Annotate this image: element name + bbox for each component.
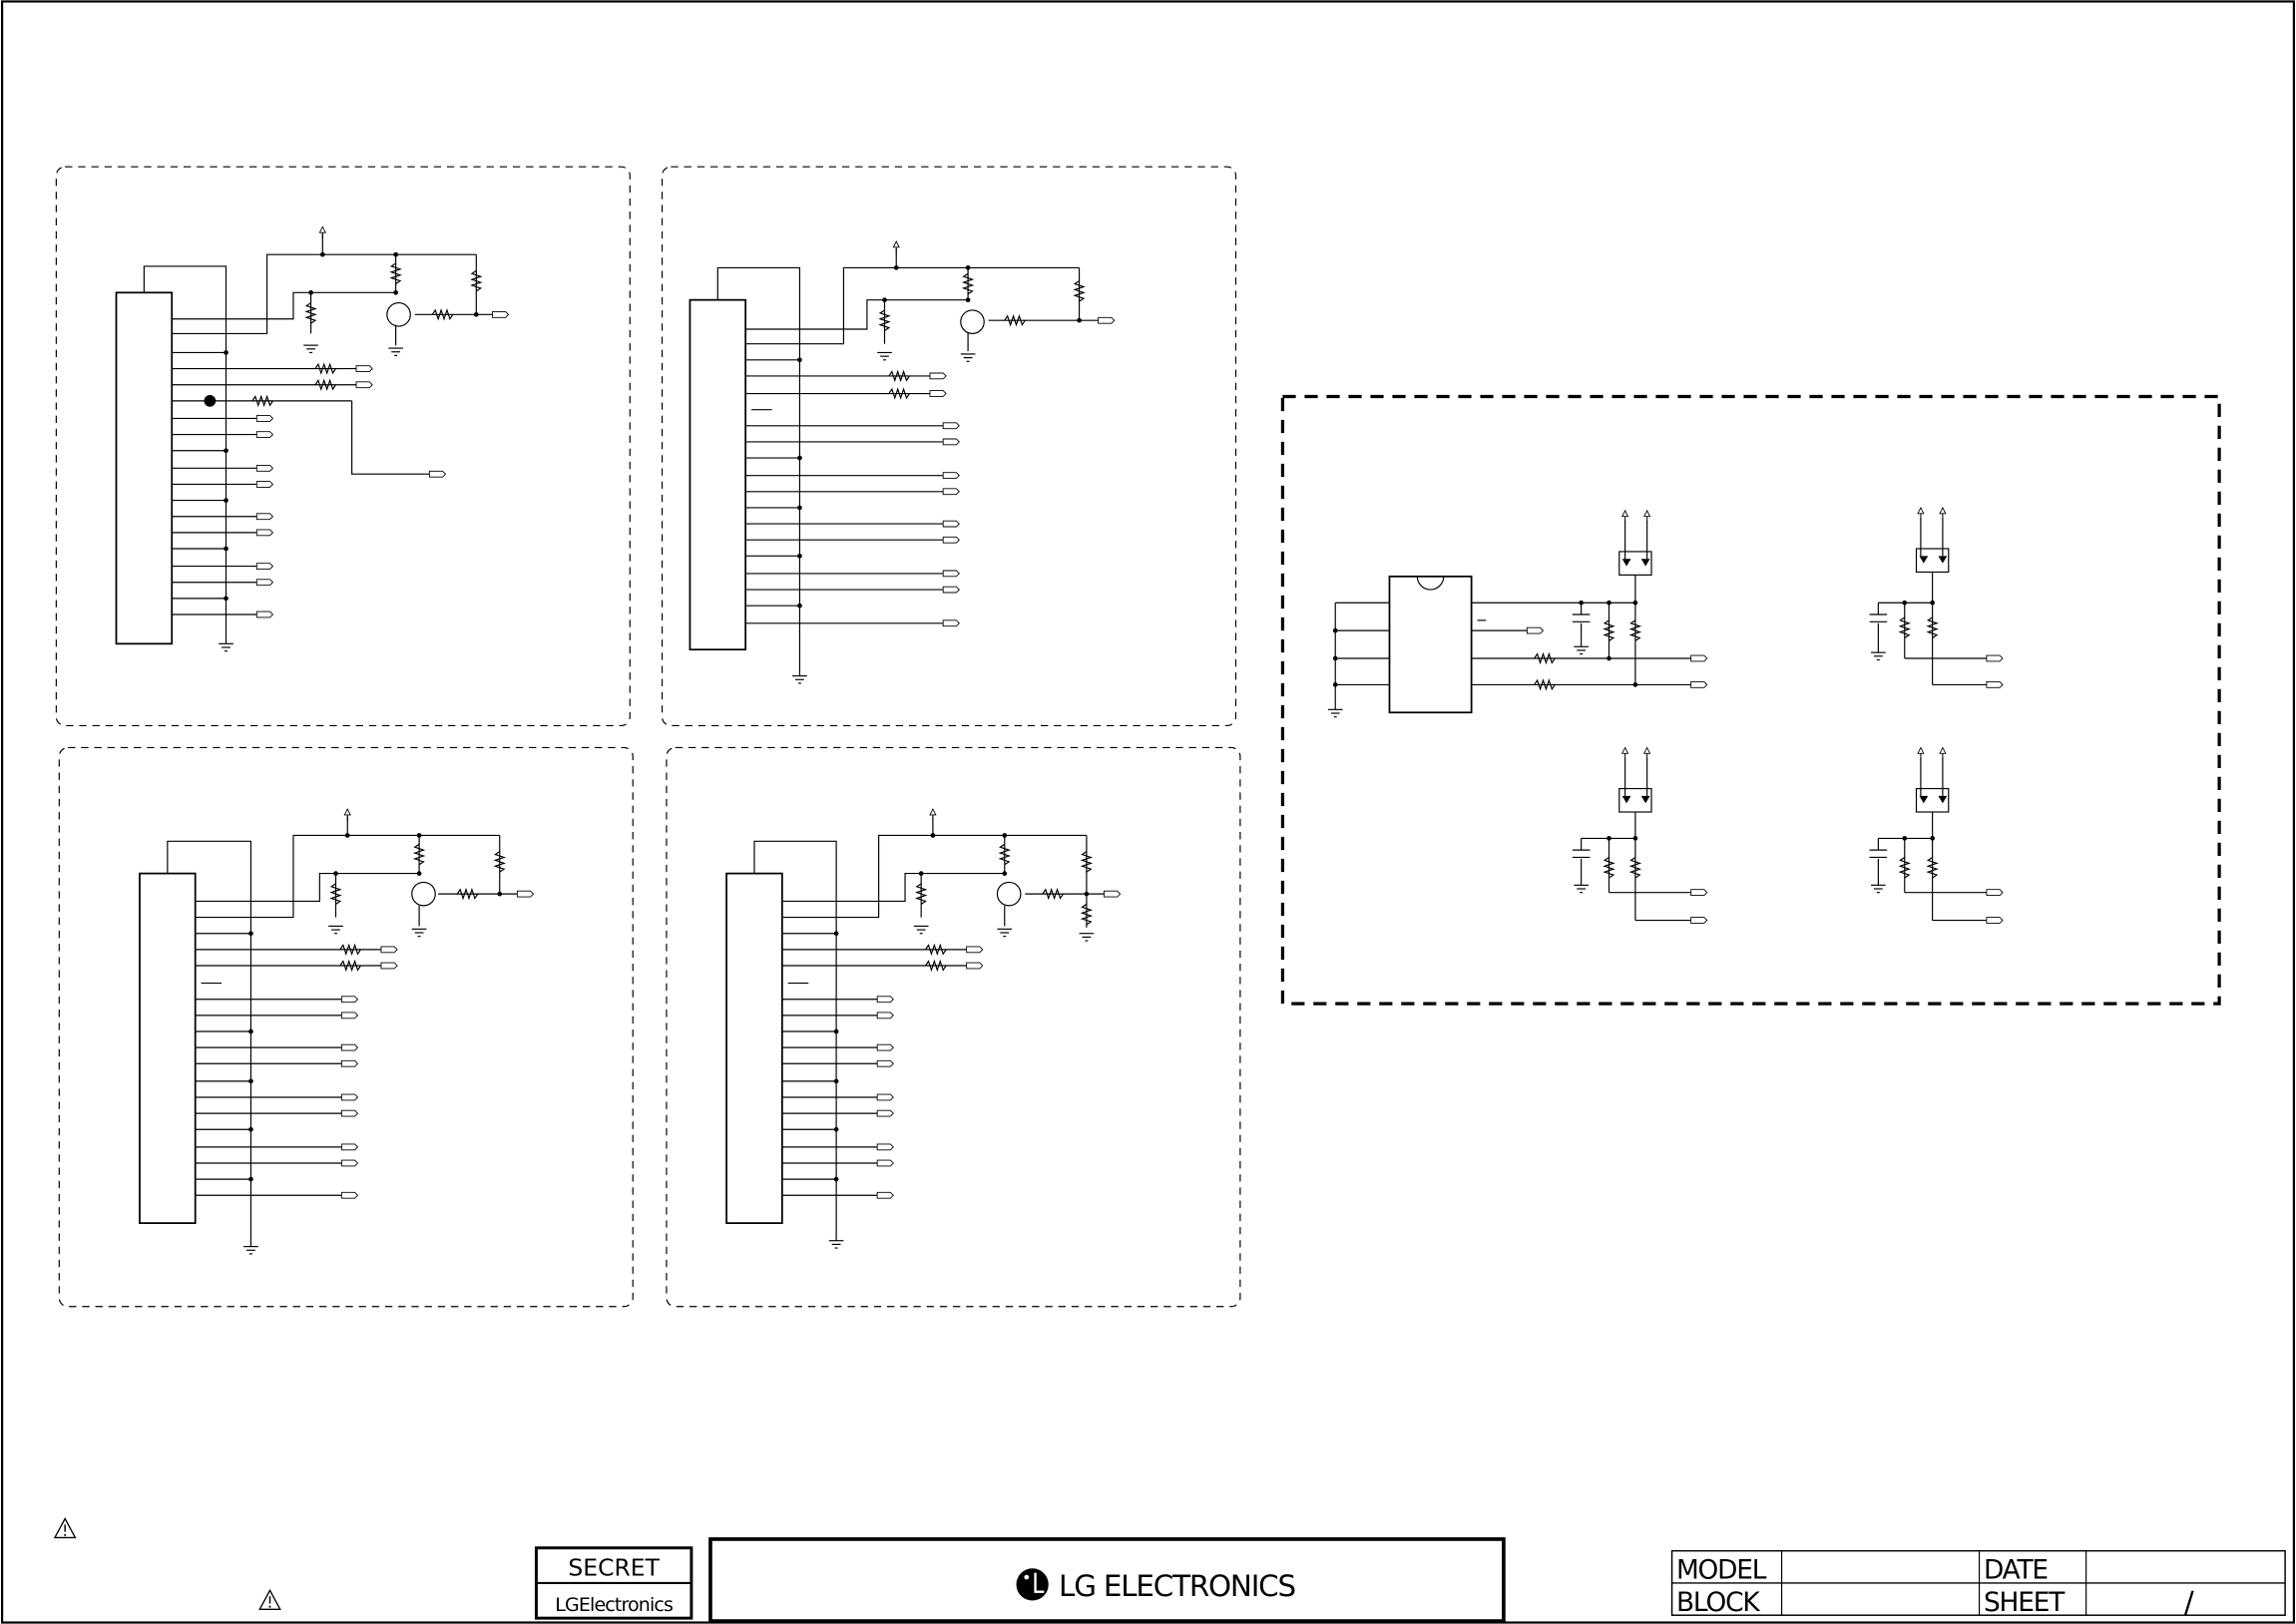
secret-label: SECRET: [568, 1554, 660, 1582]
warning-triangle-icon: [258, 1588, 281, 1610]
connector-panel-2: [661, 166, 1237, 727]
block-label: BLOCK: [1676, 1587, 1760, 1618]
eeprom-panel: [1280, 394, 2221, 1006]
lg-logo-icon: [1016, 1568, 1049, 1601]
sheet-label: SHEET: [1984, 1587, 2066, 1618]
connector-panel-1: [55, 166, 631, 727]
company-logo-box: LG ELECTRONICS: [708, 1537, 1506, 1623]
model-info-grid: [1670, 1549, 2286, 1616]
company-small-label: LGElectronics: [555, 1594, 673, 1616]
warning-triangle-icon: [53, 1517, 77, 1539]
model-label: MODEL: [1676, 1555, 1767, 1586]
secret-box: SECRET LGElectronics: [534, 1546, 693, 1620]
connector-panel-4: [666, 746, 1241, 1308]
sheet-separator: /: [2184, 1585, 2194, 1619]
date-label: DATE: [1984, 1555, 2048, 1586]
company-logo-text: LG ELECTRONICS: [1059, 1569, 1295, 1603]
connector-panel-3: [58, 746, 634, 1308]
